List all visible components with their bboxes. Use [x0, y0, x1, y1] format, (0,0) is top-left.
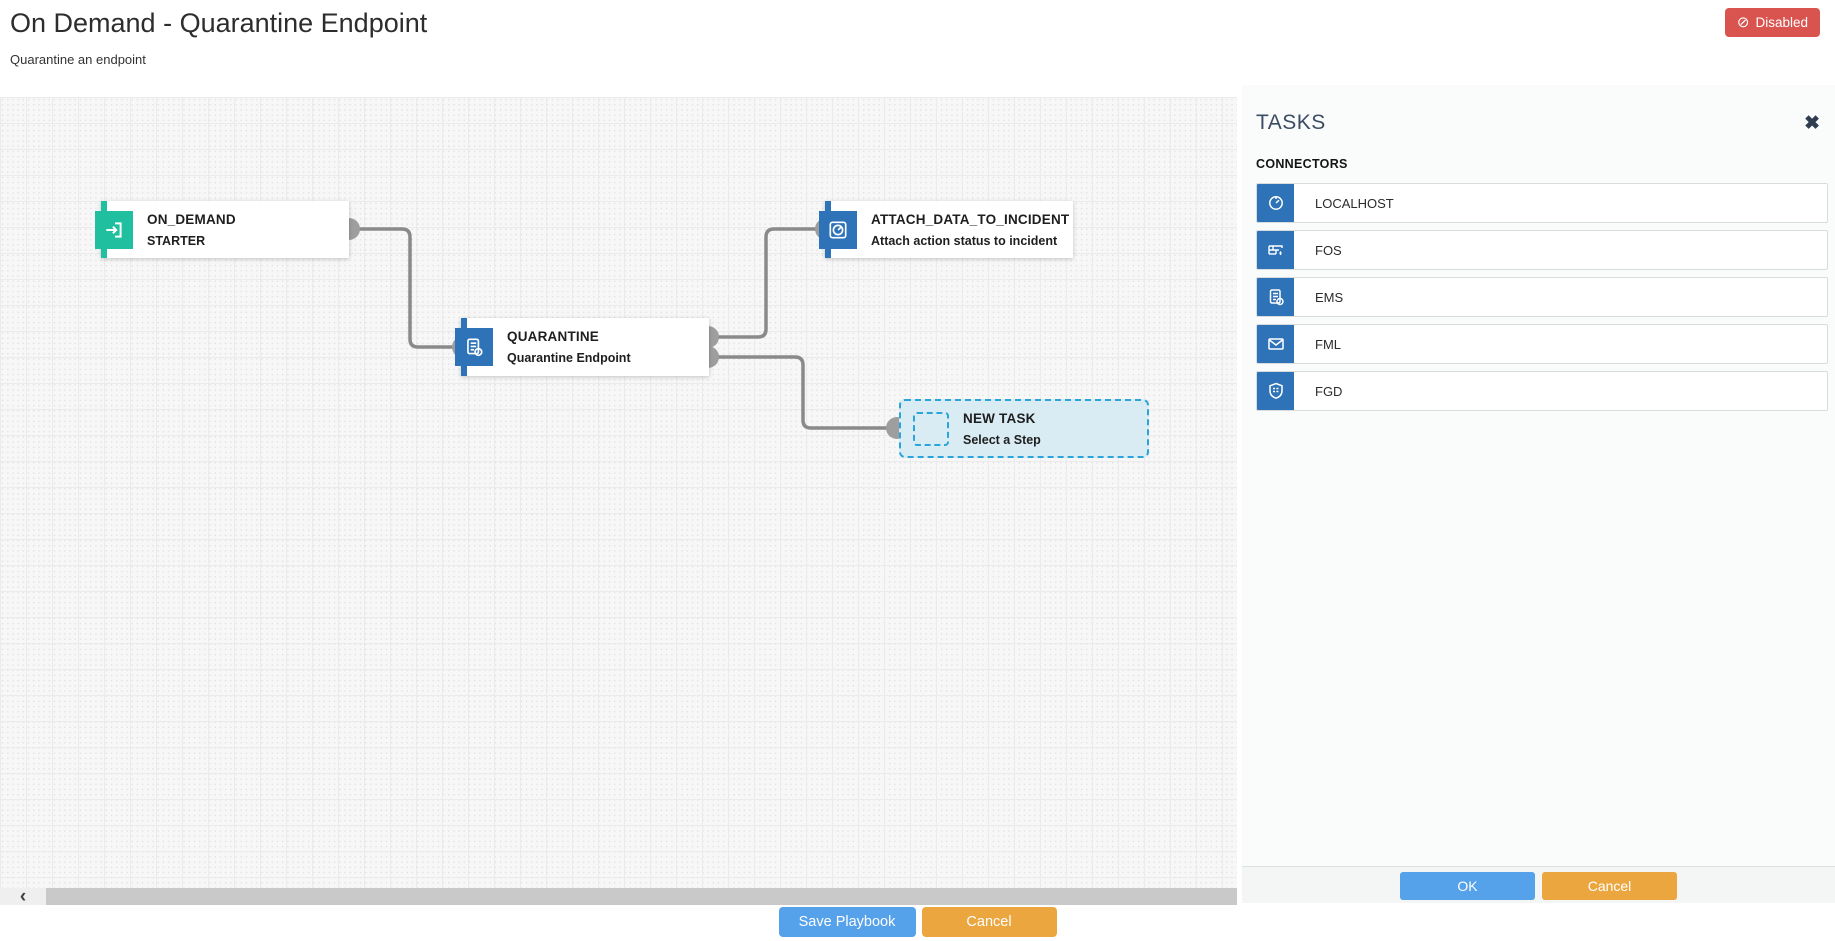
bottom-action-bar: Save Playbook Cancel — [0, 903, 1835, 941]
node-title: ATTACH_DATA_TO_INCIDENT — [871, 211, 1070, 227]
cancel-button[interactable]: Cancel — [921, 907, 1057, 937]
connector-label: FGD — [1315, 383, 1343, 399]
node-attach-data-to-incident[interactable]: ATTACH_DATA_TO_INCIDENT Attach action st… — [819, 201, 1073, 258]
shield-icon — [1257, 372, 1294, 410]
edge-ondemand-quarantine — [347, 227, 464, 349]
connectors-section-label: CONNECTORS — [1256, 157, 1348, 171]
connector-label: FOS — [1315, 242, 1342, 258]
mail-icon — [1257, 325, 1294, 363]
connector-label: EMS — [1315, 289, 1344, 305]
node-title: NEW TASK — [963, 410, 1036, 426]
endpoint-icon — [1257, 278, 1294, 316]
node-title: ON_DEMAND — [147, 211, 236, 227]
placeholder-icon — [913, 411, 949, 446]
endpoint-icon — [455, 328, 493, 366]
node-subtitle: Quarantine Endpoint — [507, 351, 631, 365]
edge-quarantine-attach — [706, 227, 828, 339]
page-title: On Demand - Quarantine Endpoint — [10, 8, 428, 38]
save-playbook-button[interactable]: Save Playbook — [778, 907, 916, 937]
node-quarantine[interactable]: QUARANTINE Quarantine Endpoint — [455, 318, 709, 376]
status-badge: ⊘ Disabled — [1724, 8, 1820, 37]
connector-item-fos[interactable]: FOS — [1256, 230, 1828, 270]
tasks-panel: TASKS ✖ CONNECTORS LOCALHOST — [1242, 85, 1835, 903]
ok-button[interactable]: OK — [1400, 872, 1535, 900]
panel-cancel-button[interactable]: Cancel — [1542, 872, 1677, 900]
ban-icon: ⊘ — [1736, 14, 1750, 31]
connector-item-fgd[interactable]: FGD — [1256, 371, 1828, 411]
edge-quarantine-newtask — [706, 355, 900, 430]
connector-label: LOCALHOST — [1315, 195, 1394, 211]
tasks-panel-footer: OK Cancel — [1242, 866, 1835, 903]
gauge-icon — [1257, 184, 1294, 222]
node-subtitle: Select a Step — [963, 432, 1041, 447]
firewall-icon — [1257, 231, 1294, 269]
playbook-canvas[interactable]: ON_DEMAND STARTER QUARANTINE Quarantine … — [0, 97, 1237, 905]
page-subtitle: Quarantine an endpoint — [10, 52, 146, 67]
node-subtitle: STARTER — [147, 233, 206, 248]
connector-item-fml[interactable]: FML — [1256, 324, 1828, 364]
node-title: QUARANTINE — [507, 329, 599, 344]
connector-list: LOCALHOST FOS — [1256, 183, 1828, 418]
connector-item-ems[interactable]: EMS — [1256, 277, 1828, 317]
scrollbar-thumb[interactable] — [46, 888, 1237, 905]
node-on-demand[interactable]: ON_DEMAND STARTER — [95, 201, 349, 258]
sign-in-icon — [95, 210, 133, 249]
status-badge-label: Disabled — [1755, 15, 1808, 30]
scroll-left-button[interactable]: ‹ — [0, 887, 46, 905]
close-icon[interactable]: ✖ — [1804, 113, 1820, 134]
connector-item-localhost[interactable]: LOCALHOST — [1256, 183, 1828, 223]
panel-title: TASKS — [1256, 111, 1326, 134]
node-new-task[interactable]: NEW TASK Select a Step — [899, 399, 1149, 458]
node-subtitle: Attach action status to incident — [871, 233, 1058, 248]
horizontal-scrollbar[interactable]: ‹ — [0, 887, 1237, 905]
connector-label: FML — [1315, 336, 1341, 352]
gauge-icon — [819, 210, 857, 249]
